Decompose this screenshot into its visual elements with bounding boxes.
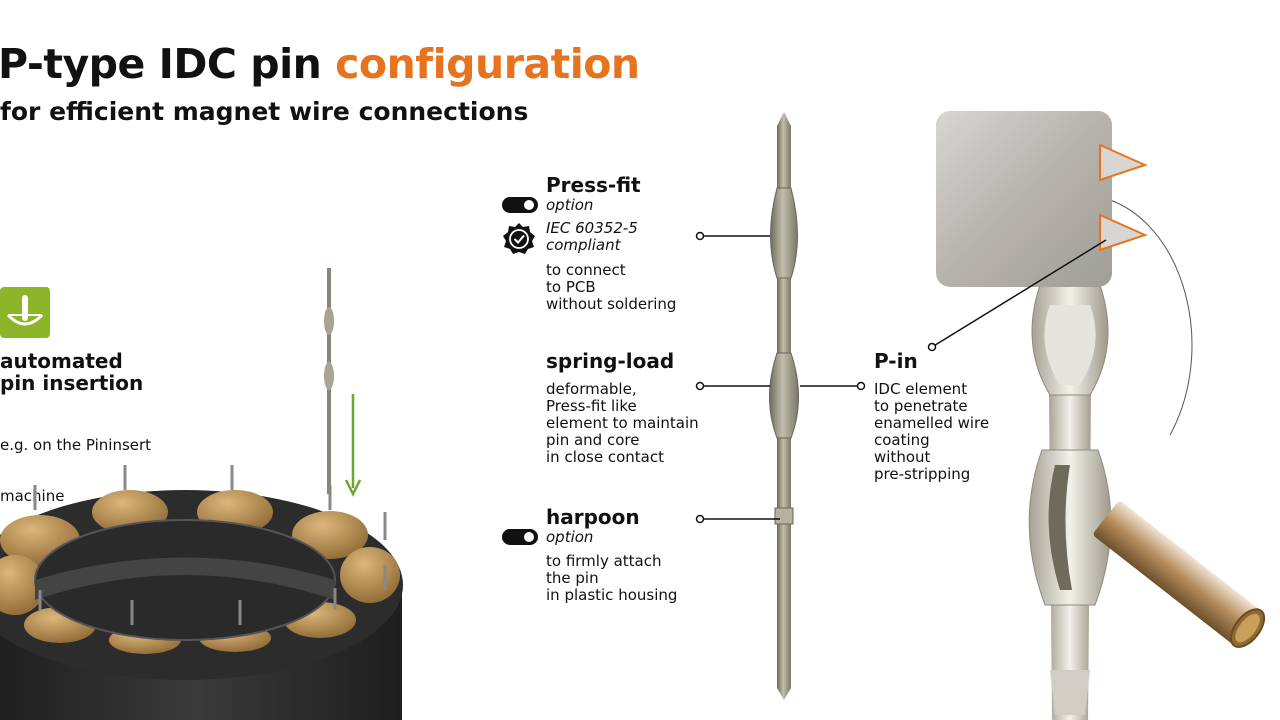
springload-title: spring-load (546, 349, 675, 373)
page-subtitle: for efficient magnet wire connections (0, 97, 529, 126)
pressfit-desc: to connect to PCB without soldering (546, 261, 677, 313)
certified-badge-icon (503, 223, 535, 254)
insertion-text-line1: e.g. on the Pininsert (0, 436, 152, 454)
page-title: P-type IDC pin configuration (0, 40, 640, 88)
insertion-text-line2: machine (0, 487, 65, 505)
title-main: P-type IDC pin (0, 40, 336, 88)
pin-title: P-in (874, 349, 918, 373)
small-pin-illustration (324, 268, 362, 497)
pressfit-compliance-line2: compliant (546, 236, 621, 254)
harpoon-title: harpoon (546, 505, 640, 529)
toggle-icon (502, 529, 538, 545)
insertion-heading: automated pin insertion (0, 350, 143, 394)
insertion-text: e.g. on the Pininsert machine (0, 403, 151, 522)
pin-desc: IDC element to penetrate enamelled wire … (874, 380, 990, 483)
pressfit-compliance-line1: IEC 60352-5 (546, 219, 638, 237)
insertion-heading-line2: pin insertion (0, 371, 144, 395)
pressfit-option: option (546, 196, 594, 214)
callout-lines (695, 231, 866, 524)
toggle-icon (502, 197, 538, 213)
harpoon-option: option (546, 528, 594, 546)
title-accent: configuration (335, 40, 640, 88)
pressfit-title: Press-fit (546, 173, 641, 197)
insertion-heading-line1: automated (0, 349, 123, 373)
harpoon-desc: to firmly attach the pin in plastic hous… (546, 552, 678, 604)
stator-illustration (0, 465, 403, 720)
idc-closeup-illustration (927, 111, 1266, 720)
pin-insertion-icon (0, 287, 50, 338)
springload-desc: deformable, Press-fit like element to ma… (546, 380, 699, 466)
central-pin-illustration (769, 112, 799, 700)
